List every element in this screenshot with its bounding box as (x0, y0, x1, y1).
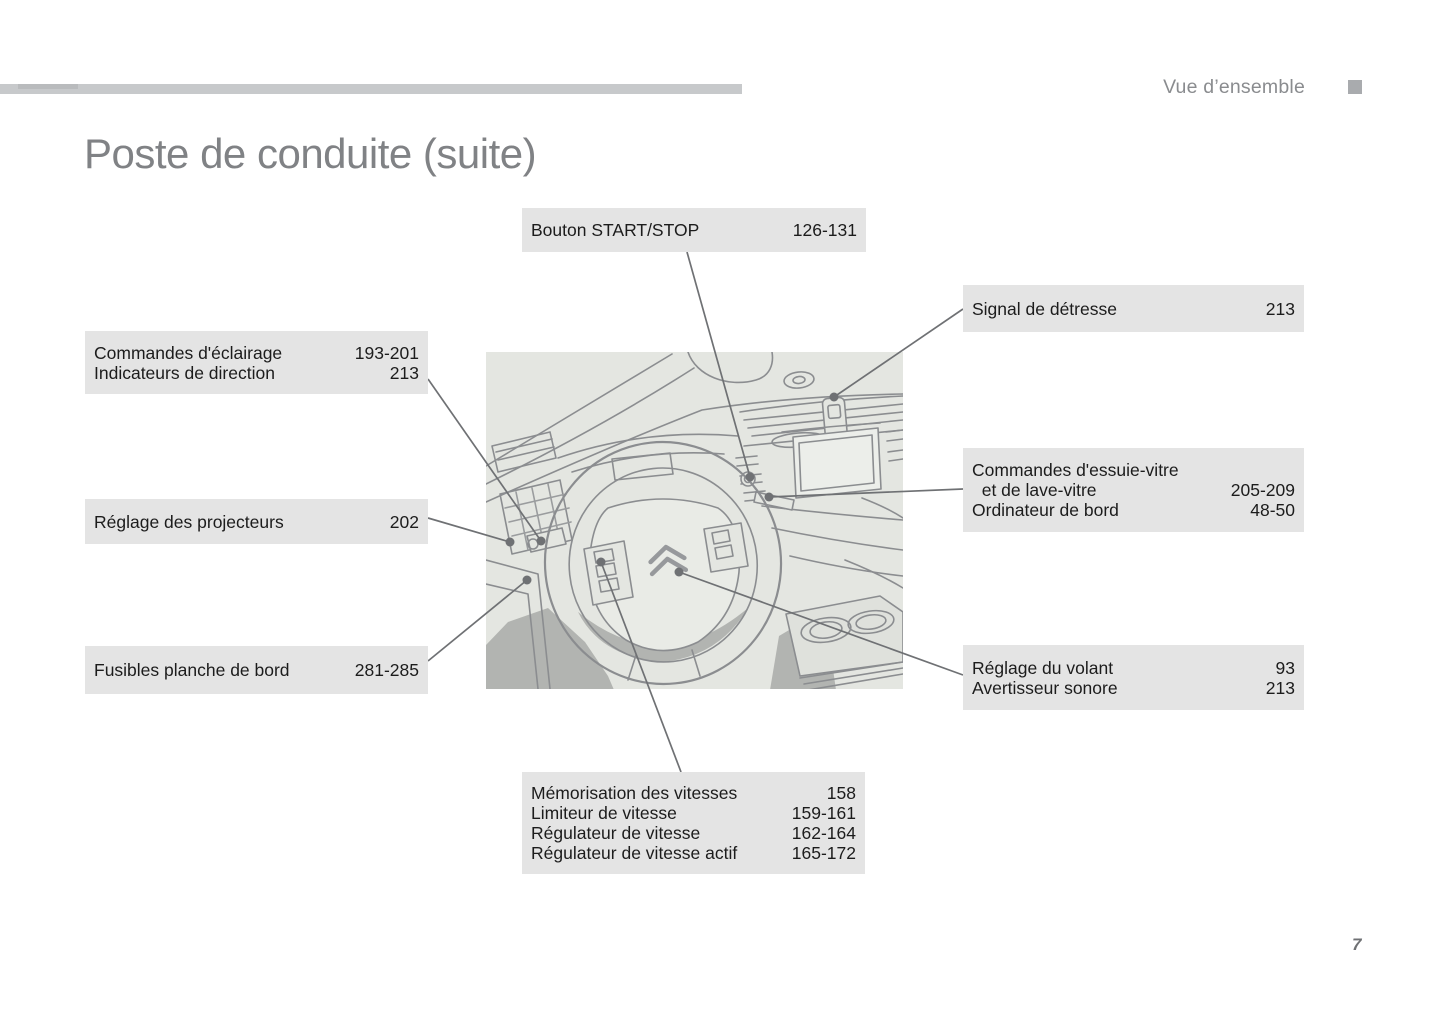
header-rule-accent (18, 84, 78, 89)
callout-entry-pages: 165-172 (791, 843, 856, 863)
callout-essuie-vitre-ordinateur: Commandes d'essuie-vitre et de lave-vitr… (963, 448, 1304, 532)
callout-entry: et de lave-vitre 205-209 (972, 480, 1295, 500)
callout-entry-pages: 205-209 (1230, 480, 1295, 500)
callout-entry: Réglage des projecteurs 202 (94, 512, 419, 532)
callout-entry-label: Fusibles planche de bord (94, 660, 290, 680)
callout-entry: Bouton START/STOP 126-131 (531, 220, 857, 240)
callout-entry-label: Ordinateur de bord (972, 500, 1119, 520)
callout-dot (674, 567, 684, 577)
section-label: Vue d’ensemble (1163, 76, 1305, 98)
callout-entry-pages: 213 (1265, 677, 1295, 698)
callout-entry-label: Bouton START/STOP (531, 220, 700, 240)
callout-entry-label: Réglage du volant (972, 657, 1114, 678)
callout-entry-label: Avertisseur sonore (972, 677, 1118, 698)
callout-dot (829, 392, 839, 402)
callout-entry-label: Mémorisation des vitesses (531, 783, 738, 803)
callout-entry: Régulateur de vitesse actif 165-172 (531, 843, 856, 863)
callout-entry: Fusibles planche de bord 281-285 (94, 660, 419, 680)
callout-entry-pages: 281-285 (354, 660, 419, 680)
page-title: Poste de conduite (suite) (84, 130, 537, 177)
callout-entry: Commandes d'essuie-vitre (972, 460, 1295, 480)
callout-entry-label: Indicateurs de direction (94, 362, 275, 383)
callout-entry-pages: 93 (1275, 657, 1295, 678)
callout-dot (505, 537, 515, 547)
callout-entry-label: Commandes d'essuie-vitre (972, 460, 1179, 480)
citroen-double-chevron-icon (648, 544, 689, 577)
callout-entry-pages: 162-164 (791, 823, 856, 843)
callout-entry: Signal de détresse 213 (972, 299, 1295, 319)
callout-entry-pages: 202 (389, 511, 419, 532)
callout-dot (522, 575, 532, 585)
callout-entry-label: Régulateur de vitesse (531, 823, 701, 843)
callout-entry: Limiteur de vitesse 159-161 (531, 803, 856, 823)
callout-entry-label: Réglage des projecteurs (94, 511, 284, 532)
callout-entry-pages: 213 (1265, 298, 1295, 319)
callout-entry: Ordinateur de bord 48-50 (972, 500, 1295, 520)
callout-reglage-projecteurs: Réglage des projecteurs 202 (85, 499, 428, 544)
callout-dot (536, 536, 546, 546)
header-rule (0, 84, 742, 94)
callout-entry-label: Signal de détresse (972, 298, 1117, 319)
callout-entry-pages: 48-50 (1250, 500, 1295, 520)
callout-dots (505, 392, 839, 585)
callout-bouton-start-stop: Bouton START/STOP 126-131 (522, 208, 866, 252)
callout-dot (596, 557, 606, 567)
callout-entry-label: Régulateur de vitesse actif (531, 843, 738, 863)
callout-dot (745, 472, 755, 482)
callout-signal-de-detresse: Signal de détresse 213 (963, 285, 1304, 332)
callout-fusibles: Fusibles planche de bord 281-285 (85, 646, 428, 694)
callout-entry-pages: 213 (389, 362, 419, 383)
callout-entry-pages: 158 (826, 783, 856, 803)
callout-entry-pages: 126-131 (792, 220, 857, 240)
callout-entry: Régulateur de vitesse 162-164 (531, 823, 856, 843)
section-square-icon (1348, 80, 1362, 94)
callout-leader-lines (427, 251, 964, 773)
page-number: 7 (1352, 935, 1362, 954)
callout-entry: Avertisseur sonore 213 (972, 678, 1295, 698)
callout-entry-pages: 159-161 (791, 803, 856, 823)
callout-entry-label: Limiteur de vitesse (531, 803, 677, 823)
callout-entry: Réglage du volant 93 (972, 658, 1295, 678)
callout-entry: Indicateurs de direction 213 (94, 363, 419, 383)
callout-entry-label: Commandes d'éclairage (94, 342, 283, 363)
callout-entry-pages: 193-201 (354, 342, 419, 363)
callout-entry: Commandes d'éclairage 193-201 (94, 343, 419, 363)
callout-entry: Mémorisation des vitesses 158 (531, 783, 856, 803)
callout-dot (764, 492, 774, 502)
callout-entry-label: et de lave-vitre (972, 480, 1097, 500)
